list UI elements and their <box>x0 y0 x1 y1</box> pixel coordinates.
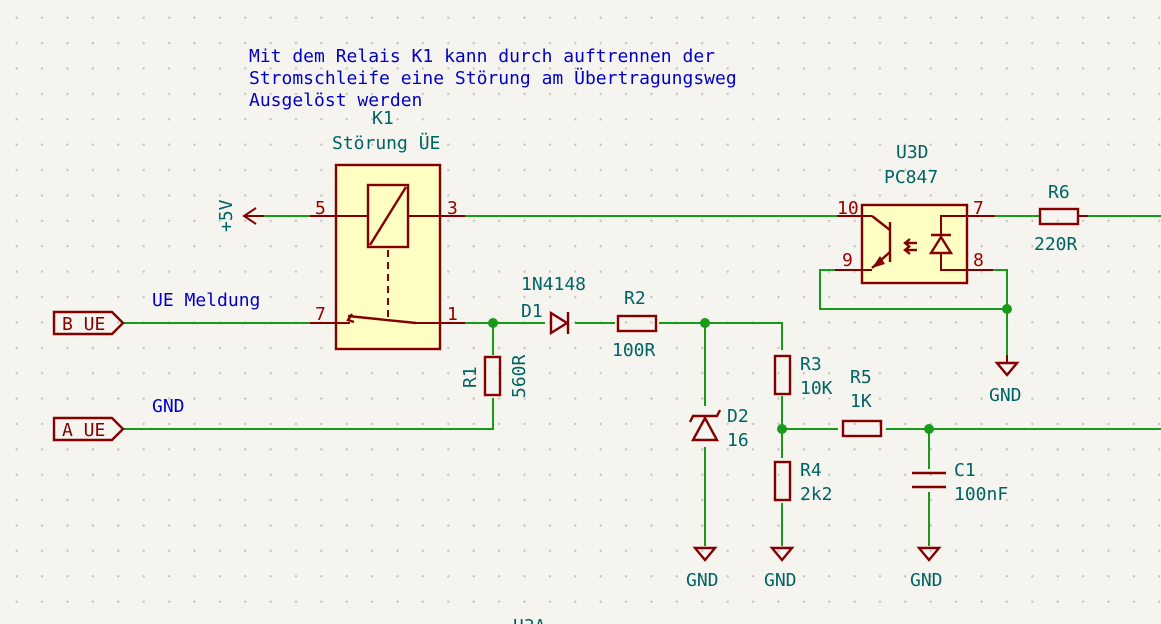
wires <box>121 215 1161 546</box>
gnd-symbol: GND <box>989 355 1022 406</box>
relay-contact-switch-icon <box>347 314 417 325</box>
relay-contact-hook <box>346 313 355 324</box>
u3d-value: PC847 <box>884 167 938 188</box>
r1-ref: R1 <box>460 366 481 388</box>
gnd-label: GND <box>764 570 797 591</box>
junction-dot <box>700 318 710 328</box>
gnd-symbol: GND <box>686 546 719 591</box>
ground-icon <box>916 546 942 562</box>
net-label-gnd: GND <box>152 396 185 417</box>
note-text: Mit dem Relais K1 kann durch auftrennen … <box>249 46 737 111</box>
junctions <box>488 304 1012 434</box>
capacitor-c1[interactable]: C1 100nF <box>912 460 1008 505</box>
u3d-ref: U3D <box>896 142 929 163</box>
junction-dot <box>777 424 787 434</box>
u3d-pin7-line <box>940 215 995 235</box>
resistor-r3[interactable]: R3 10K <box>773 354 833 399</box>
zener-icon <box>690 415 720 442</box>
hier-label-shape <box>52 310 125 336</box>
resistor-r5[interactable]: R5 1K <box>841 367 883 438</box>
r3-ref: R3 <box>800 354 822 375</box>
c1-ref: C1 <box>954 460 976 481</box>
resistor-r2[interactable]: R2 100R <box>612 288 658 361</box>
resistor-icon <box>1038 207 1080 226</box>
transistor-collector <box>871 215 891 231</box>
resistor-r4[interactable]: R4 2k2 <box>773 460 833 505</box>
wire-u3d-9-8 <box>819 269 1008 310</box>
u3d-pin-8: 8 <box>973 250 984 271</box>
r3-value: 10K <box>800 378 833 399</box>
ground-icon <box>994 361 1020 377</box>
d1-value: 1N4148 <box>521 274 586 295</box>
resistor-icon <box>483 355 502 397</box>
light-arrowhead <box>903 245 911 255</box>
u3d-pin8-line <box>940 253 993 271</box>
r2-ref: R2 <box>624 288 646 309</box>
k1-pin-7: 7 <box>315 304 326 325</box>
resistor-icon <box>841 419 883 438</box>
diode-d1[interactable]: 1N4148 D1 <box>521 274 586 336</box>
u3d-pin-7: 7 <box>973 198 984 219</box>
d2-ref: D2 <box>727 406 749 427</box>
k1-value: Störung ÜE <box>332 132 440 154</box>
junction-dot <box>488 318 498 328</box>
r2-value: 100R <box>612 340 656 361</box>
relay-k1[interactable]: K1 Störung ÜE 5 3 7 1 <box>310 108 465 351</box>
power-arrow-icon <box>242 207 257 225</box>
k1-pin-3: 3 <box>447 198 458 219</box>
u3a-ref: U3A <box>513 616 546 624</box>
gnd-label: GND <box>989 385 1022 406</box>
k1-pin-5: 5 <box>315 198 326 219</box>
resistor-icon <box>616 314 658 333</box>
zener-d2[interactable]: D2 16 <box>688 406 749 451</box>
light-arrowhead <box>903 238 911 248</box>
wire-r2-r3 <box>659 322 783 350</box>
resistor-r1[interactable]: R1 560R <box>460 354 530 398</box>
gnd-label: GND <box>686 570 719 591</box>
note-line-1: Mit dem Relais K1 kann durch auftrennen … <box>249 46 715 67</box>
u3d-pin-10: 10 <box>837 198 859 219</box>
ground-icon <box>769 546 795 562</box>
net-label-ue-meldung: UE Meldung <box>152 290 260 311</box>
gnd-symbol: GND <box>910 546 943 591</box>
k1-ref: K1 <box>372 108 394 129</box>
wire-r1-aue <box>121 398 494 430</box>
r6-value: 220R <box>1034 234 1078 255</box>
ground-icon <box>692 546 718 562</box>
resistor-icon <box>773 460 792 502</box>
r5-value: 1K <box>850 391 872 412</box>
gnd-label: GND <box>910 570 943 591</box>
transistor-arrow-icon <box>872 256 885 268</box>
note-line-2: Stromschleife eine Störung am Übertragun… <box>249 67 737 89</box>
u3d-pin-9: 9 <box>842 250 853 271</box>
junction-dot <box>924 424 934 434</box>
r1-value: 560R <box>509 354 530 398</box>
d2-value: 16 <box>727 430 749 451</box>
resistor-icon <box>773 354 792 396</box>
d1-ref: D1 <box>521 301 543 322</box>
diode-icon <box>549 310 570 336</box>
hier-label-a-ue-text: A_UE <box>62 420 105 441</box>
resistor-r6[interactable]: R6 220R <box>1034 182 1088 255</box>
note-line-3: Ausgelöst werden <box>249 90 422 111</box>
r4-value: 2k2 <box>800 484 833 505</box>
k1-body <box>334 163 442 351</box>
hier-label-shape <box>52 416 125 442</box>
k1-pin-1: 1 <box>447 304 458 325</box>
c1-value: 100nF <box>954 484 1008 505</box>
r5-ref: R5 <box>850 367 872 388</box>
hier-label-b-ue[interactable]: B_UE <box>52 310 125 336</box>
power-5v-label: +5V <box>216 199 237 232</box>
hier-label-b-ue-text: B_UE <box>62 314 105 335</box>
gnd-symbol: GND <box>764 546 797 591</box>
r6-ref: R6 <box>1048 182 1070 203</box>
power-5v[interactable]: +5V <box>216 199 264 232</box>
relay-coil-diagonal <box>368 186 408 246</box>
hier-label-a-ue[interactable]: A_UE <box>52 416 125 442</box>
junction-dot <box>1002 304 1012 314</box>
optocoupler-u3d[interactable]: U3D PC847 10 7 9 8 <box>835 142 995 285</box>
zener-cathode-bar <box>688 409 722 423</box>
r4-ref: R4 <box>800 460 822 481</box>
